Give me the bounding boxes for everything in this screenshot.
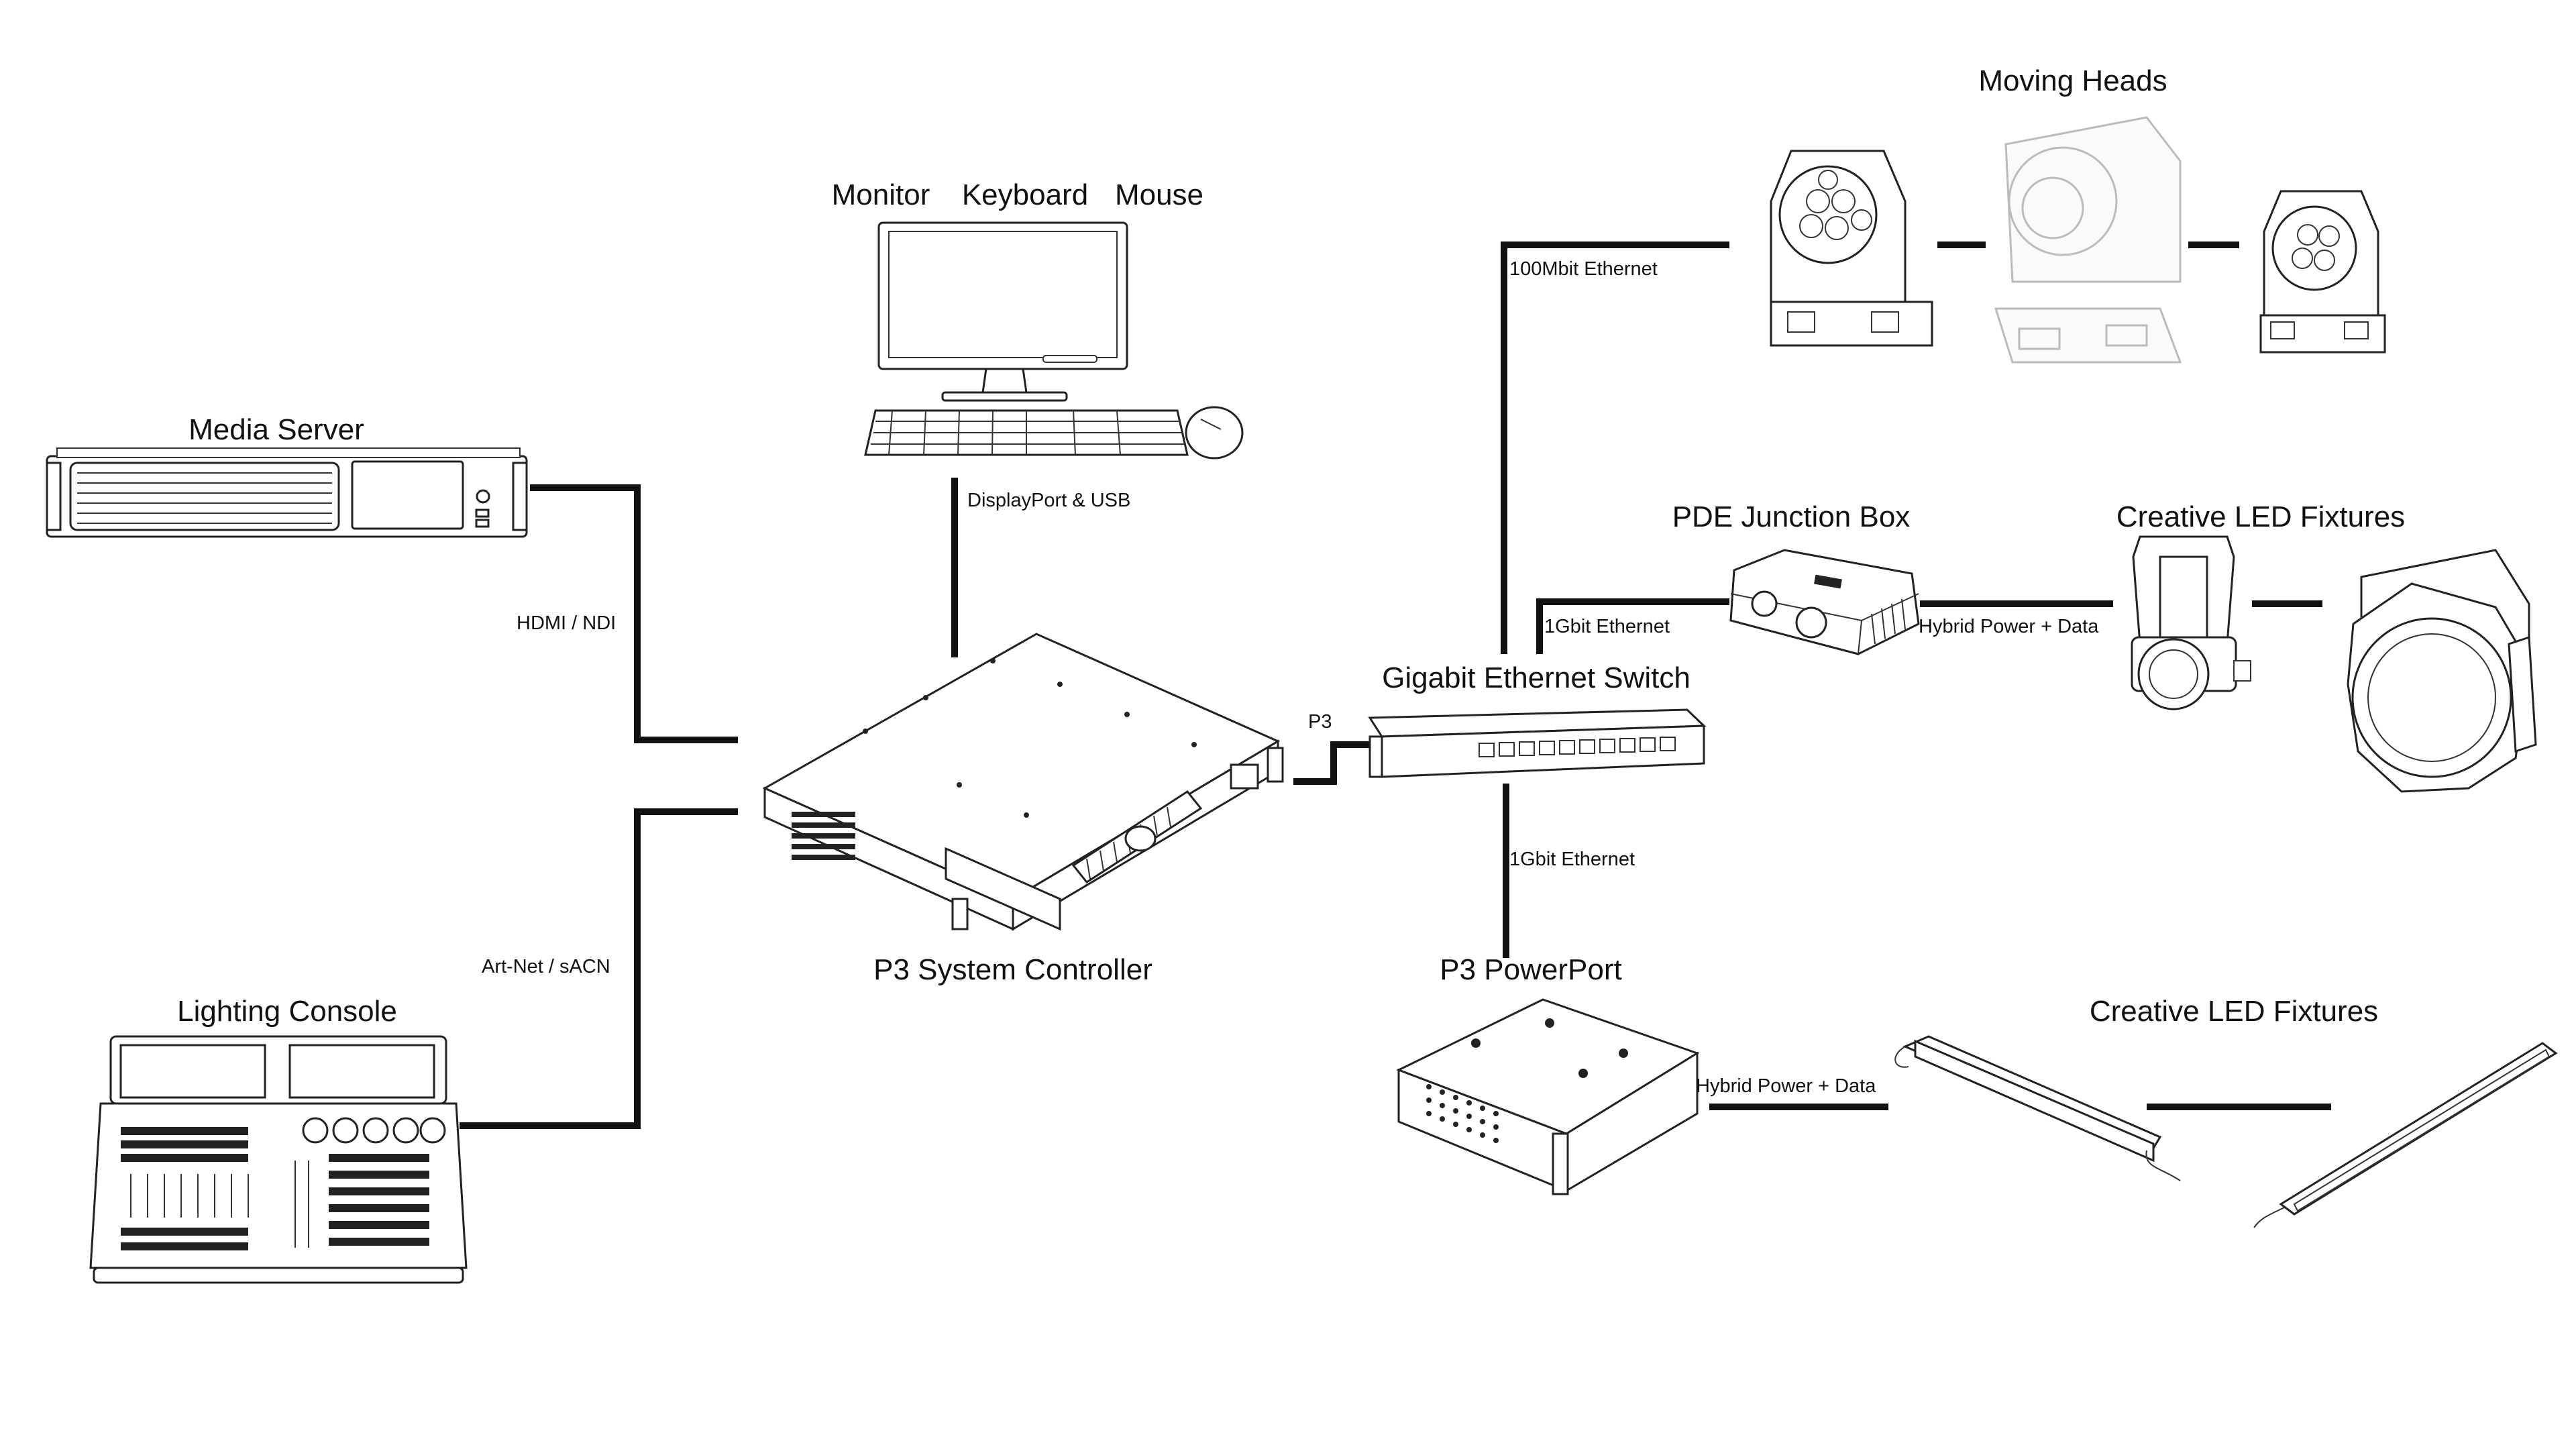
mbit-ethernet-label: 100Mbit Ethernet <box>1509 258 1658 280</box>
pde-junction-box-device <box>1729 549 1920 655</box>
ethernet-switch-title: Gigabit Ethernet Switch <box>1382 661 1690 694</box>
creative-led-fixtures-bottom-title: Creative LED Fixtures <box>2090 995 2378 1028</box>
moving-heads-device <box>1770 116 2386 364</box>
workstation-device <box>864 221 1244 460</box>
ethernet-switch-device <box>1368 708 1707 778</box>
system-controller-device <box>762 633 1284 931</box>
creative-led-fixtures-bottom-device <box>1894 1035 2558 1228</box>
powerport-device <box>1396 998 1700 1195</box>
cable-lighting-console <box>460 808 738 1129</box>
p3-label: P3 <box>1308 711 1332 733</box>
cables <box>460 241 2331 1129</box>
hybrid-power-data-top-label: Hybrid Power + Data <box>1919 616 2099 637</box>
powerport-title: P3 PowerPort <box>1440 953 1621 986</box>
cable-p3 <box>1293 741 1372 785</box>
artnet-sacn-label: Art-Net / sACN <box>482 956 610 977</box>
gbit-ethernet-pde-label: 1Gbit Ethernet <box>1544 616 1670 637</box>
displayport-usb-label: DisplayPort & USB <box>967 490 1130 511</box>
moving-heads-title: Moving Heads <box>1978 64 2167 97</box>
hybrid-power-data-bottom-label: Hybrid Power + Data <box>1696 1075 1876 1097</box>
lighting-console-title: Lighting Console <box>177 995 397 1028</box>
monitor-title: Monitor <box>832 178 930 211</box>
mouse-title: Mouse <box>1115 178 1203 211</box>
lighting-console-device <box>89 1035 468 1284</box>
cable-moving-heads <box>1501 241 1729 654</box>
media-server-device <box>46 447 528 538</box>
hdmi-ndi-label: HDMI / NDI <box>517 612 616 634</box>
cable-media-server <box>530 484 738 743</box>
system-controller-title: P3 System Controller <box>873 953 1152 986</box>
pde-junction-box-title: PDE Junction Box <box>1672 500 1911 533</box>
gbit-ethernet-powerport-label: 1Gbit Ethernet <box>1509 849 1635 870</box>
creative-led-fixtures-top-title: Creative LED Fixtures <box>2116 500 2405 533</box>
media-server-title: Media Server <box>189 413 364 446</box>
cable-pde <box>1536 598 1729 654</box>
keyboard-title: Keyboard <box>962 178 1088 211</box>
creative-led-fixtures-top-device <box>2131 535 2537 793</box>
